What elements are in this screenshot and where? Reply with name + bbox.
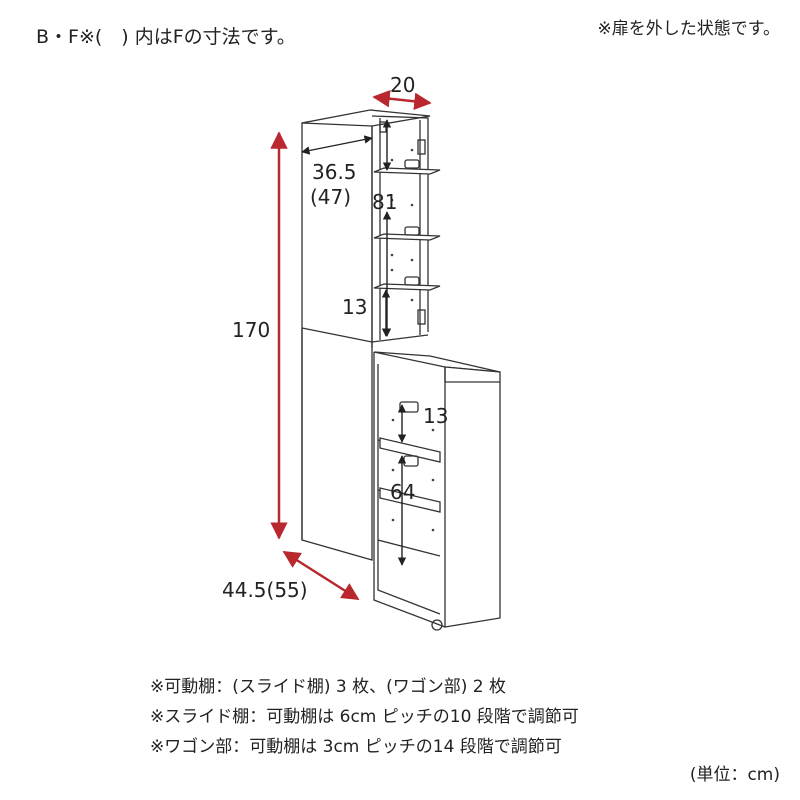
dim-upper-shelf-span: 81 [372, 190, 398, 214]
unit-label: (単位：cm) [689, 765, 780, 785]
dim-base-depth: 44.5(55) [222, 578, 308, 602]
note-shelf-count: ※可動棚：(スライド棚) 3 枚、(ワゴン部) 2 枚 [150, 677, 507, 697]
base-depth-arrow [282, 550, 360, 601]
dim-top-width: 20 [390, 73, 416, 97]
shelf-pin-holes [390, 148, 435, 532]
black-dimension-arrows [301, 119, 407, 566]
dim-total-height: 170 [232, 318, 271, 342]
dim-upper-depth: 36.5 [312, 160, 357, 184]
note-wagon: ※ワゴン部：可動棚は 3cm ピッチの14 段階で調節可 [150, 737, 562, 757]
note-slide-shelf: ※スライド棚：可動棚は 6cm ピッチの10 段階で調節可 [150, 707, 579, 727]
header-title: B・F※( ) 内はFの寸法です。 [36, 26, 296, 48]
cabinet-outline [301, 109, 501, 631]
red-dimension-arrows [270, 89, 432, 601]
top-width-arrow [372, 89, 432, 111]
dim-wagon-span: 64 [390, 480, 416, 504]
dim-upper-depth-f: (47) [310, 185, 352, 209]
header-note: ※扉を外した状態です。 [597, 19, 780, 39]
upper-depth-arrow [301, 135, 373, 155]
dim-wagon-top-gap: 13 [423, 404, 449, 428]
dim-upper-bottom-gap: 13 [342, 295, 368, 319]
